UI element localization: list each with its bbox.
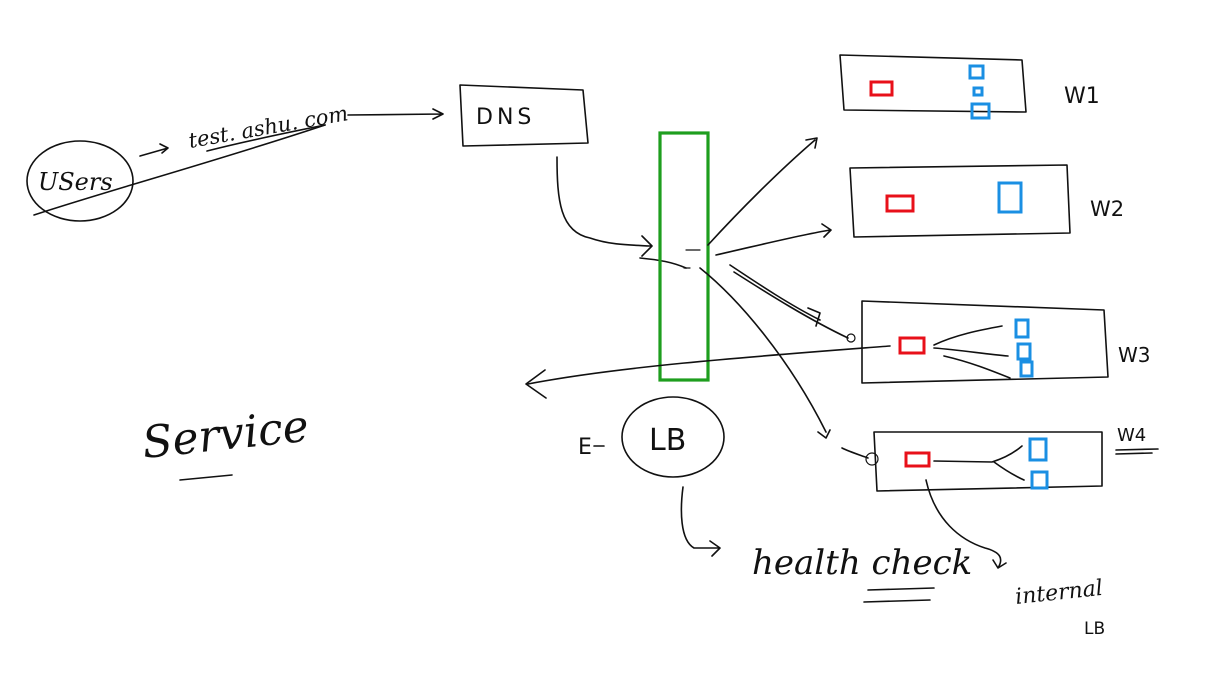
users-circle: [26, 140, 134, 222]
w4-entry-line: [841, 447, 869, 459]
health-check-underline: [863, 587, 935, 603]
w3-box: [861, 300, 1109, 384]
users-slash: [33, 124, 326, 216]
w2-box: [849, 164, 1071, 238]
w3-label: W3: [1118, 343, 1151, 367]
users-label: USers: [38, 168, 113, 196]
w2-label: W2: [1090, 197, 1124, 221]
lb-to-health-check-arrow: [680, 486, 721, 557]
service-underline: [179, 474, 233, 481]
w3-blue-box-1: [1014, 318, 1030, 339]
w4-internal-lines: [933, 445, 1025, 481]
w1-blue-box-3: [970, 102, 991, 120]
dns-box: DNS: [459, 84, 589, 147]
w3-red-box: [898, 336, 926, 355]
w4-box: [873, 431, 1103, 492]
service-label: Service: [140, 401, 311, 469]
lb-circle: [621, 396, 725, 478]
w3-entry-dot: [846, 333, 856, 343]
w4-label-underline: [1115, 448, 1159, 455]
w4-label: W4: [1117, 425, 1146, 446]
domain-to-dns-arrow: [347, 108, 444, 120]
dns-label: DNS: [476, 105, 535, 130]
lb-to-w1-arrow: [707, 137, 818, 246]
lb-label: LB: [649, 423, 686, 458]
w3-return-arrow: [525, 345, 891, 399]
w3-instance: W3: [861, 300, 1151, 384]
w1-instance: W1: [839, 54, 1100, 120]
w4-to-internal-lb-arrow: [925, 479, 1007, 569]
w4-red-box: [904, 451, 931, 468]
domain-underline: [206, 124, 326, 152]
lb-to-w3-line: [733, 271, 849, 339]
w2-red-box: [885, 194, 915, 213]
w1-red-box: [869, 80, 894, 97]
lb-node: E LB: [578, 396, 725, 478]
w3-internal-lines: [933, 325, 1011, 379]
w4-instance: W4: [841, 425, 1159, 492]
w4-entry-dot: [865, 452, 879, 466]
w2-instance: W2: [849, 164, 1124, 238]
w1-box: [839, 54, 1027, 113]
w1-label: W1: [1064, 84, 1100, 109]
lb-to-w4-arrow: [699, 267, 831, 439]
lb-to-w2-arrow: [715, 223, 832, 256]
users-arrow: [139, 143, 169, 157]
lb-prefix-label: E: [578, 435, 592, 460]
w1-blue-box-2: [972, 86, 984, 97]
w4-blue-box-2: [1030, 470, 1049, 490]
w3-blue-box-2: [1016, 342, 1032, 361]
lb-inner-marks: [683, 249, 701, 269]
internal-label: internal: [1014, 576, 1104, 610]
health-check-label: health check: [752, 543, 972, 583]
w3-blue-box-3: [1019, 360, 1034, 378]
internal-lb-label: LB: [1084, 619, 1105, 639]
users-node: USers: [26, 124, 326, 222]
w1-blue-box-1: [968, 64, 985, 80]
dns-box-outline: [459, 84, 589, 147]
w4-blue-box-1: [1028, 437, 1048, 462]
load-balancer-bar: [658, 131, 710, 382]
domain-label: test. ashu. com: [187, 101, 350, 153]
w2-blue-box: [997, 181, 1023, 214]
dns-to-lb-line: [556, 156, 687, 269]
